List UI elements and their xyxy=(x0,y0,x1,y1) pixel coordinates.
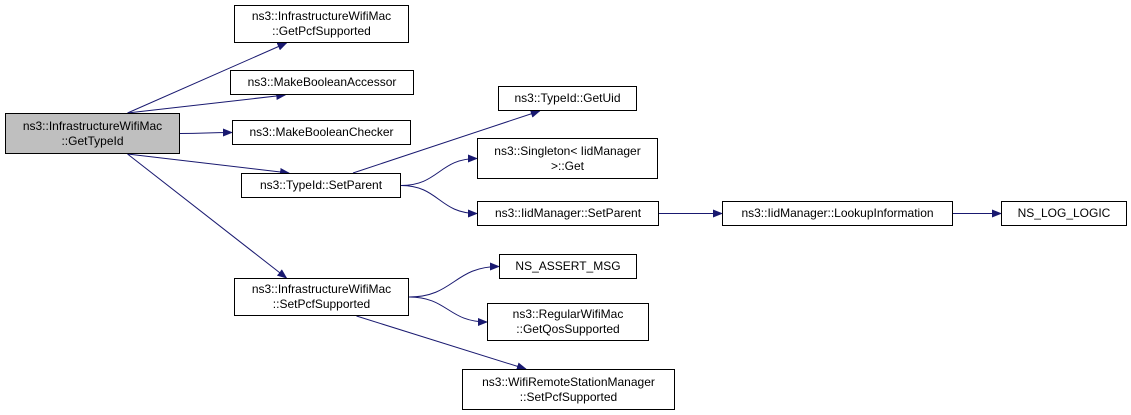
edge-set-parent-to-iid-set-parent xyxy=(400,185,478,218)
node-ns-log[interactable]: NS_LOG_LOGIC xyxy=(1001,201,1127,226)
node-label-line: ns3::InfrastructureWifiMac xyxy=(251,282,392,296)
edge-root-to-set-parent xyxy=(127,153,290,176)
node-lookup[interactable]: ns3::IidManager::LookupInformation xyxy=(722,201,953,226)
node-get-uid[interactable]: ns3::TypeId::GetUid xyxy=(498,86,637,111)
node-label-line: ns3::InfrastructureWifiMac xyxy=(251,9,392,23)
edge-set-parent-to-get-uid xyxy=(352,110,541,174)
node-label-line: ::GetPcfSupported xyxy=(272,24,371,38)
edge-set-pcf-to-ns-assert xyxy=(408,262,500,298)
node-make-bool-acc[interactable]: ns3::MakeBooleanAccessor xyxy=(230,70,414,95)
node-label-line: ns3::Singleton< IidManager xyxy=(494,143,641,158)
node-ns-assert[interactable]: NS_ASSERT_MSG xyxy=(499,254,637,279)
node-label-line: ns3::WifiRemoteStationManager xyxy=(482,374,655,389)
node-label-line: ::GetTypeId xyxy=(61,133,124,148)
node-make-bool-chk[interactable]: ns3::MakeBooleanChecker xyxy=(232,120,411,145)
node-label-line: ::SetPcfSupported xyxy=(519,389,618,404)
node-singleton[interactable]: ns3::Singleton< IidManager >::Get xyxy=(477,138,658,179)
node-label-line: ::GetQosSupported xyxy=(516,322,620,336)
node-label-line: ns3::RegularWifiMac xyxy=(512,307,624,321)
node-label-line: NS_ASSERT_MSG xyxy=(515,259,621,273)
node-qos[interactable]: ns3::RegularWifiMac::GetQosSupported xyxy=(487,303,649,341)
node-label-line: NS_LOG_LOGIC xyxy=(1017,206,1111,220)
edge-root-to-set-pcf xyxy=(127,153,288,279)
edge-root-to-get-pcf xyxy=(127,42,288,114)
node-label-line: ns3::IidManager::LookupInformation xyxy=(741,206,934,220)
edge-root-to-make-bool-acc xyxy=(127,92,287,114)
node-set-parent[interactable]: ns3::TypeId::SetParent xyxy=(241,173,401,198)
edge-set-pcf-to-qos xyxy=(408,296,488,326)
node-label-line: ns3::MakeBooleanChecker xyxy=(249,125,394,139)
node-label-line: >::Get xyxy=(550,158,585,173)
node-label-line: ns3::InfrastructureWifiMac xyxy=(22,118,163,133)
node-iid-set-parent[interactable]: ns3::IidManager::SetParent xyxy=(477,201,659,226)
edge-root-to-make-bool-chk xyxy=(179,128,233,137)
node-label-line: ns3::IidManager::SetParent xyxy=(494,206,642,220)
edge-set-pcf-to-remote xyxy=(356,315,527,371)
node-label-line: ns3::MakeBooleanAccessor xyxy=(247,75,397,89)
node-set-pcf[interactable]: ns3::InfrastructureWifiMac::SetPcfSuppor… xyxy=(234,278,409,316)
node-label-line: ::SetPcfSupported xyxy=(272,297,371,311)
node-label-line: ns3::TypeId::GetUid xyxy=(514,91,621,105)
edge-set-parent-to-singleton xyxy=(400,154,478,186)
node-get-pcf[interactable]: ns3::InfrastructureWifiMac::GetPcfSuppor… xyxy=(234,5,409,43)
node-label-line: ns3::TypeId::SetParent xyxy=(259,178,383,192)
node-root: ns3::InfrastructureWifiMac::GetTypeId xyxy=(5,113,180,154)
node-remote[interactable]: ns3::WifiRemoteStationManager::SetPcfSup… xyxy=(462,369,675,410)
